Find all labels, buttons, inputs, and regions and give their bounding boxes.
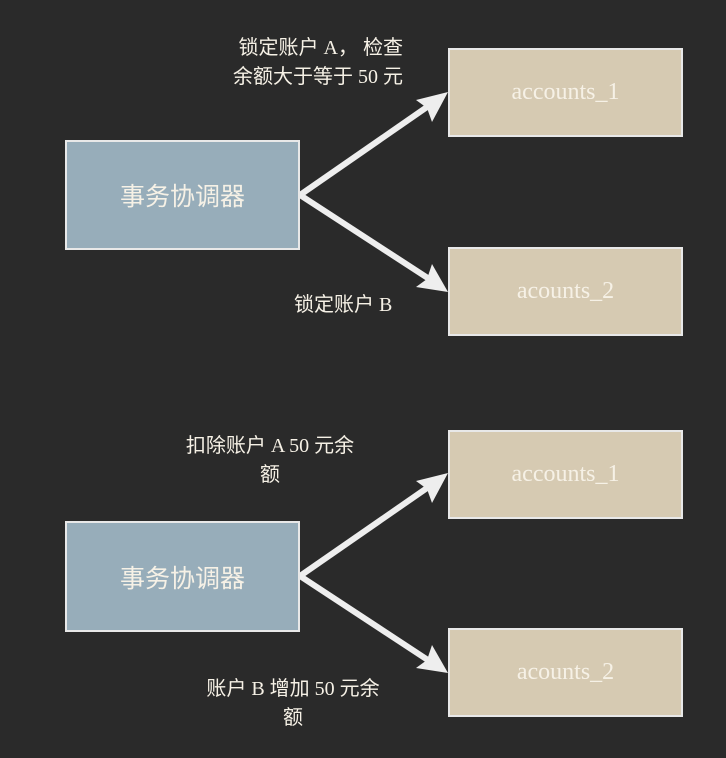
account-label: acounts_2 <box>516 278 615 304</box>
arrow-phase1-to-account1 <box>298 95 442 198</box>
label-line: 额 <box>260 464 280 486</box>
arrow-phase2-to-account2 <box>298 573 442 671</box>
account2-box-phase2: acounts_2 <box>448 628 683 717</box>
coordinator-box-phase1: 事务协调器 <box>65 140 300 250</box>
edge-label-lock-b: 锁定账户 B <box>294 294 393 316</box>
arrowhead <box>416 645 448 673</box>
account-label: accounts_1 <box>511 79 620 105</box>
edge-label-lock-a: 锁定账户 A， 检查 余额大于等于 50 元 <box>180 34 403 92</box>
arrowhead <box>416 473 448 503</box>
arrow-phase2-to-account1 <box>298 476 442 579</box>
label-line: 额 <box>283 707 303 729</box>
edge-label-credit-b: 账户 B 增加 50 元余 额 <box>183 675 403 733</box>
account-label: acounts_2 <box>516 659 615 685</box>
label-line: 锁定账户 A， 检查 <box>238 37 403 59</box>
account2-box-phase1: acounts_2 <box>448 247 683 336</box>
edge-label-debit-a: 扣除账户 A 50 元余 额 <box>160 432 380 490</box>
coordinator-label: 事务协调器 <box>119 182 245 211</box>
account-label: accounts_1 <box>511 461 620 487</box>
account1-box-phase1: accounts_1 <box>448 48 683 137</box>
label-line: 账户 B 增加 50 元余 <box>206 678 380 700</box>
arrowhead <box>416 92 448 122</box>
coordinator-label: 事务协调器 <box>119 563 245 593</box>
arrow-phase1-to-account2 <box>298 192 442 289</box>
arrowhead <box>416 264 448 292</box>
label-line: 余额大于等于 50 元 <box>233 66 403 88</box>
label-line: 扣除账户 A 50 元余 <box>185 435 355 457</box>
account1-box-phase2: accounts_1 <box>448 430 683 519</box>
coordinator-box-phase2: 事务协调器 <box>65 521 300 632</box>
